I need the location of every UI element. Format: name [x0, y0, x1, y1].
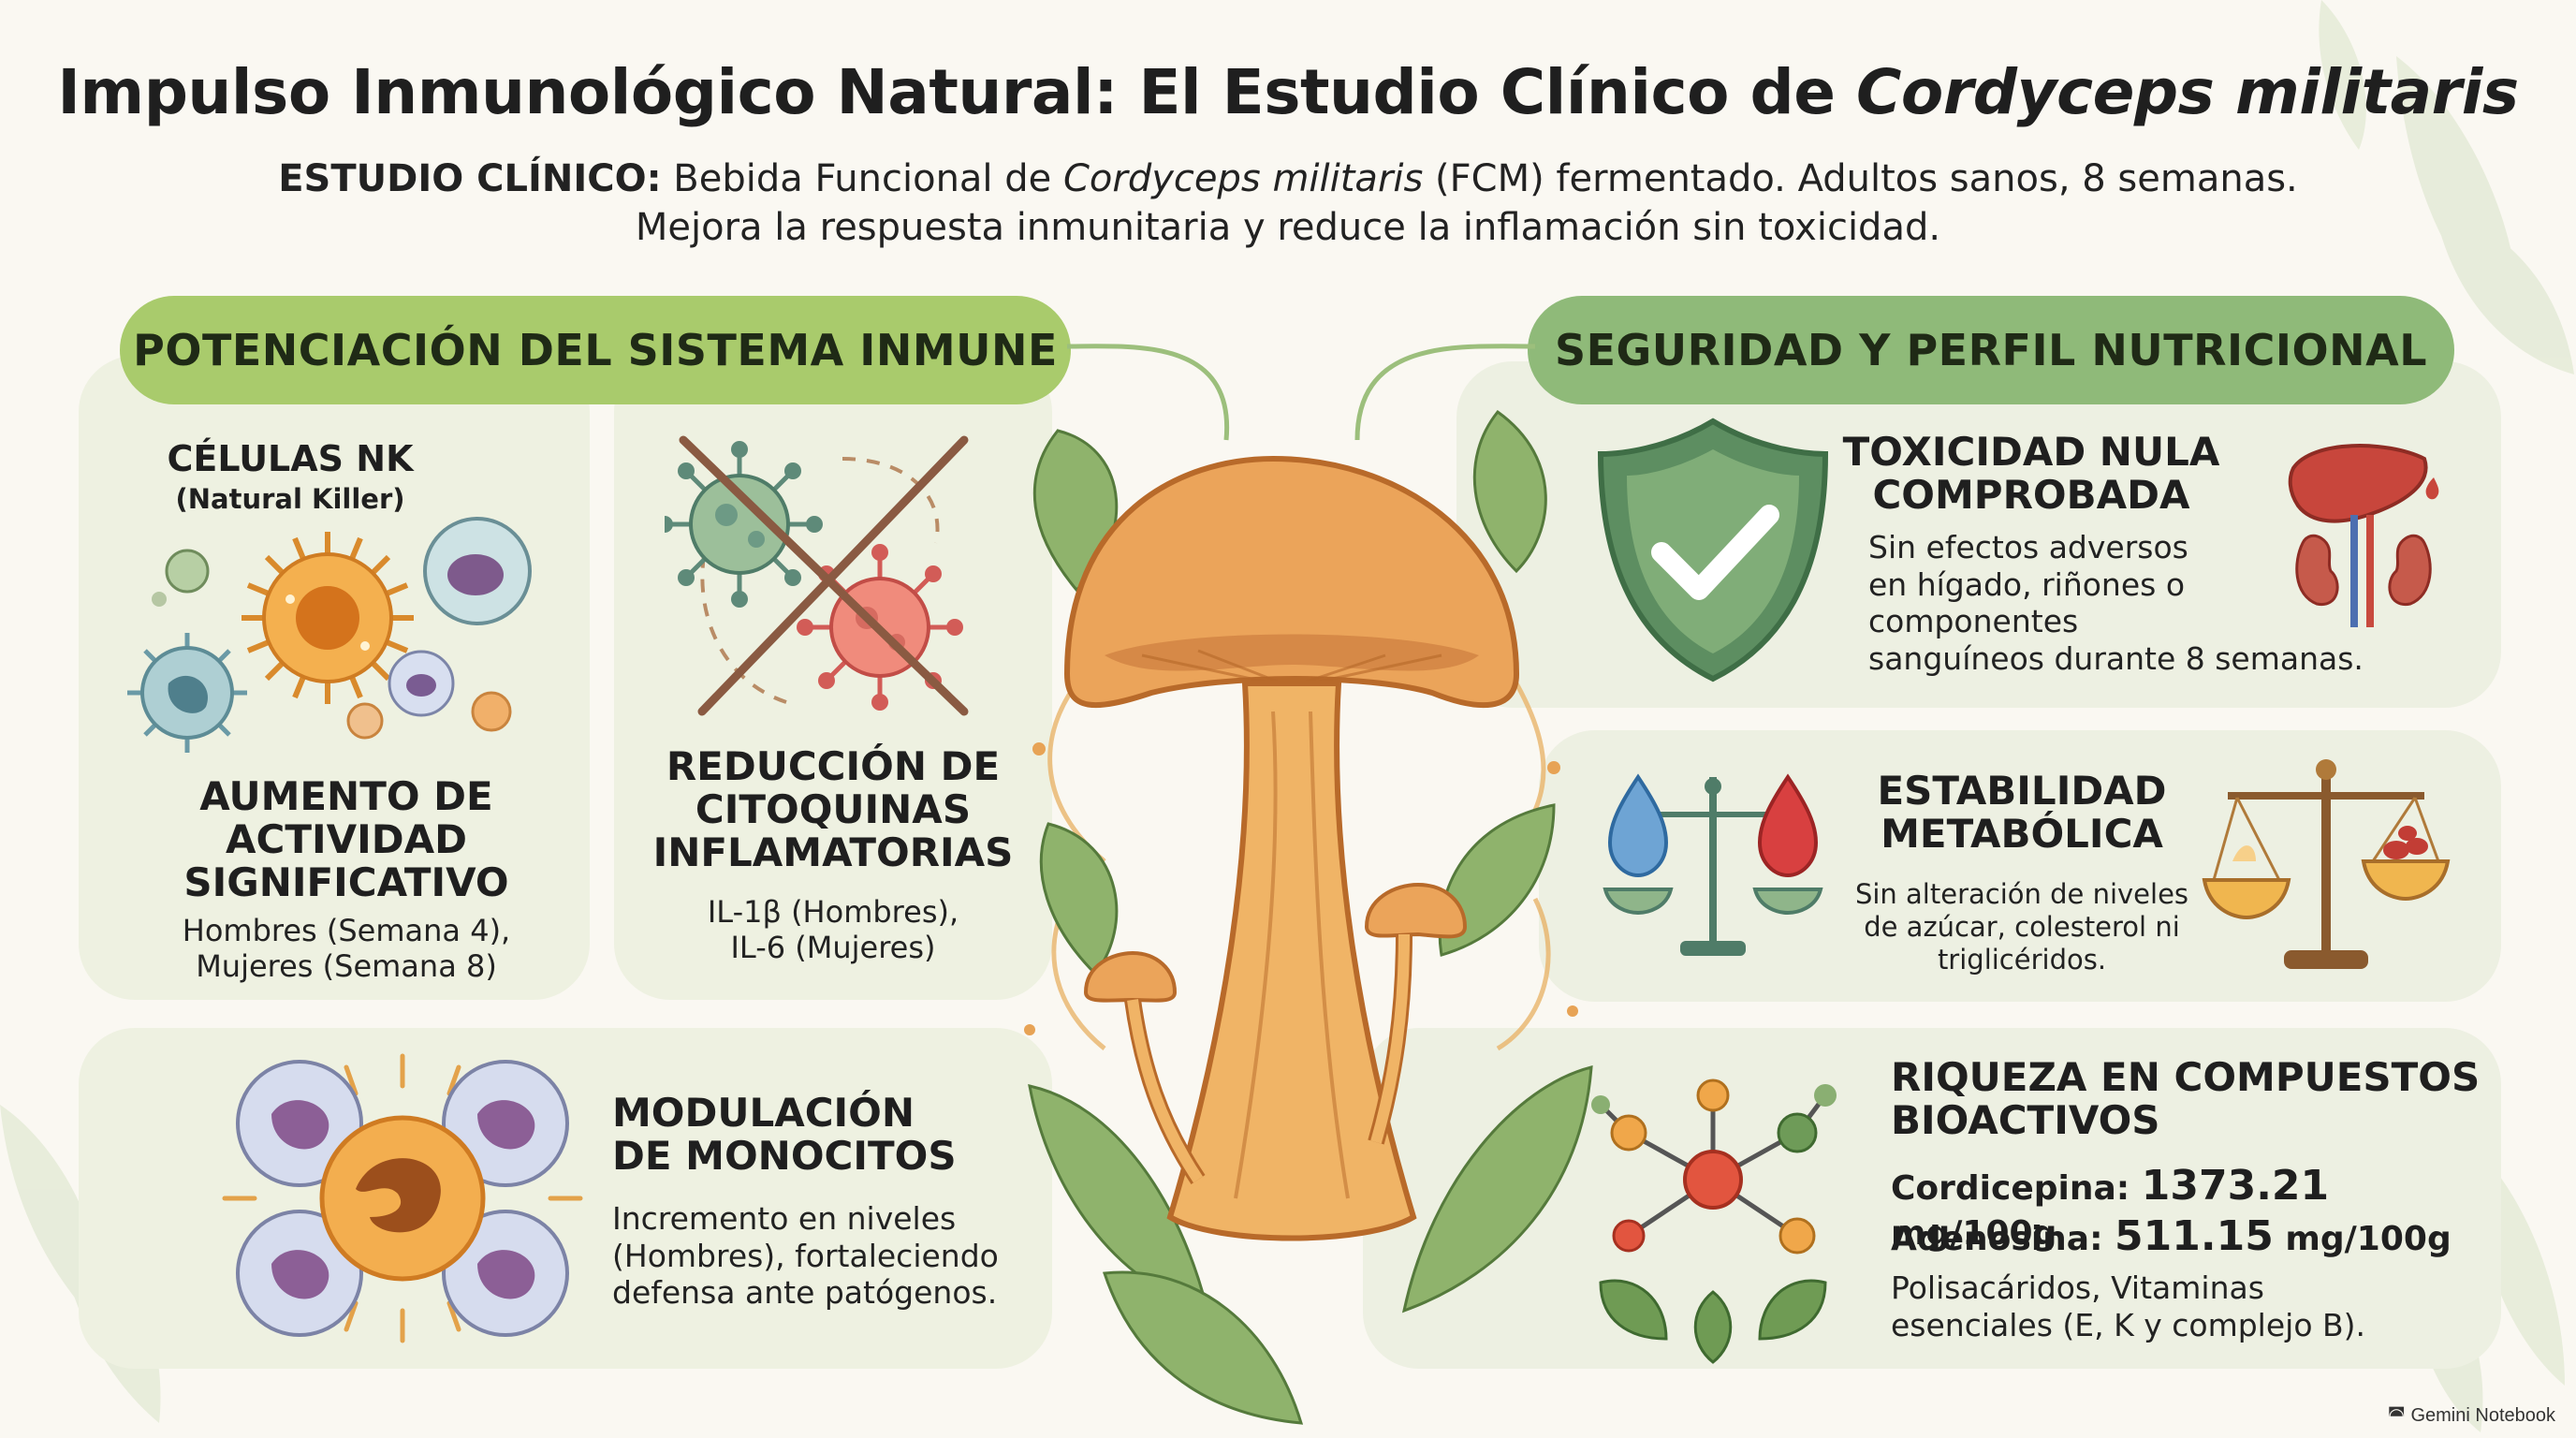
- nk-sublabel: (Natural Killer): [175, 483, 405, 515]
- molecule-plant-icon: [1591, 1078, 1837, 1364]
- immune-section-heading: POTENCIACIÓN DEL SISTEMA INMUNE: [120, 296, 1071, 404]
- nk-text: Hombres (Semana 4), Mujeres (Semana 8): [182, 913, 511, 985]
- monocyte-cluster-icon: [222, 1053, 583, 1343]
- subtitle-line-1: ESTUDIO CLÍNICO: Bebida Funcional de Cor…: [278, 157, 2298, 200]
- metabolic-title: ESTABILIDAD METABÓLICA: [1877, 768, 2167, 858]
- virus-crossed-icon: [665, 435, 969, 716]
- shield-check-icon: [1597, 418, 1829, 682]
- brand-footer: ◚ Gemini Notebook: [2387, 1405, 2556, 1426]
- blood-drops-scale-icon: [1603, 773, 1823, 956]
- page-title: Impulso Inmunológico Natural: El Estudio…: [57, 56, 2519, 128]
- mushroom-illustration: [1024, 409, 1593, 1425]
- safety-section-heading: SEGURIDAD Y PERFIL NUTRICIONAL: [1528, 296, 2454, 404]
- nk-title: AUMENTO DE ACTIVIDAD SIGNIFICATIVO: [183, 773, 509, 906]
- liver-kidney-icon: [2288, 444, 2439, 627]
- gemini-logo-icon: ◚: [2387, 1405, 2411, 1426]
- toxicity-title: TOXICIDAD NULA COMPROBADA: [1842, 429, 2220, 519]
- bioactive-title: RIQUEZA EN COMPUESTOS BIOACTIVOS: [1891, 1054, 2481, 1144]
- monocyte-text: Incremento en niveles (Hombres), fortale…: [612, 1200, 999, 1312]
- cytokine-title: REDUCCIÓN DE CITOQUINAS INFLAMATORIAS: [652, 743, 1014, 876]
- nk-label: CÉLULAS NK: [167, 438, 414, 479]
- connector-lines: [1066, 344, 1536, 441]
- golden-scale-icon: [2202, 759, 2451, 969]
- subtitle-line-2: Mejora la respuesta inmunitaria y reduce…: [635, 206, 1941, 249]
- cordycepin-line: Cordicepina: 1373.21 mg/100g: [1891, 1162, 2330, 1254]
- bioactive-text: Polisacáridos, Vitaminas esenciales (E, …: [1891, 1269, 2366, 1343]
- monocyte-title: MODULACIÓN DE MONOCITOS: [612, 1090, 957, 1180]
- nk-cells-icon: [127, 517, 532, 753]
- metabolic-text: Sin alteración de niveles de azúcar, col…: [1854, 878, 2189, 976]
- toxicity-text: Sin efectos adversos en hígado, riñones …: [1868, 529, 2364, 677]
- cytokine-text: IL-1β (Hombres), IL-6 (Mujeres): [707, 894, 959, 966]
- adenosine-line: Adenosina: 511.15 mg/100g: [1891, 1212, 2452, 1260]
